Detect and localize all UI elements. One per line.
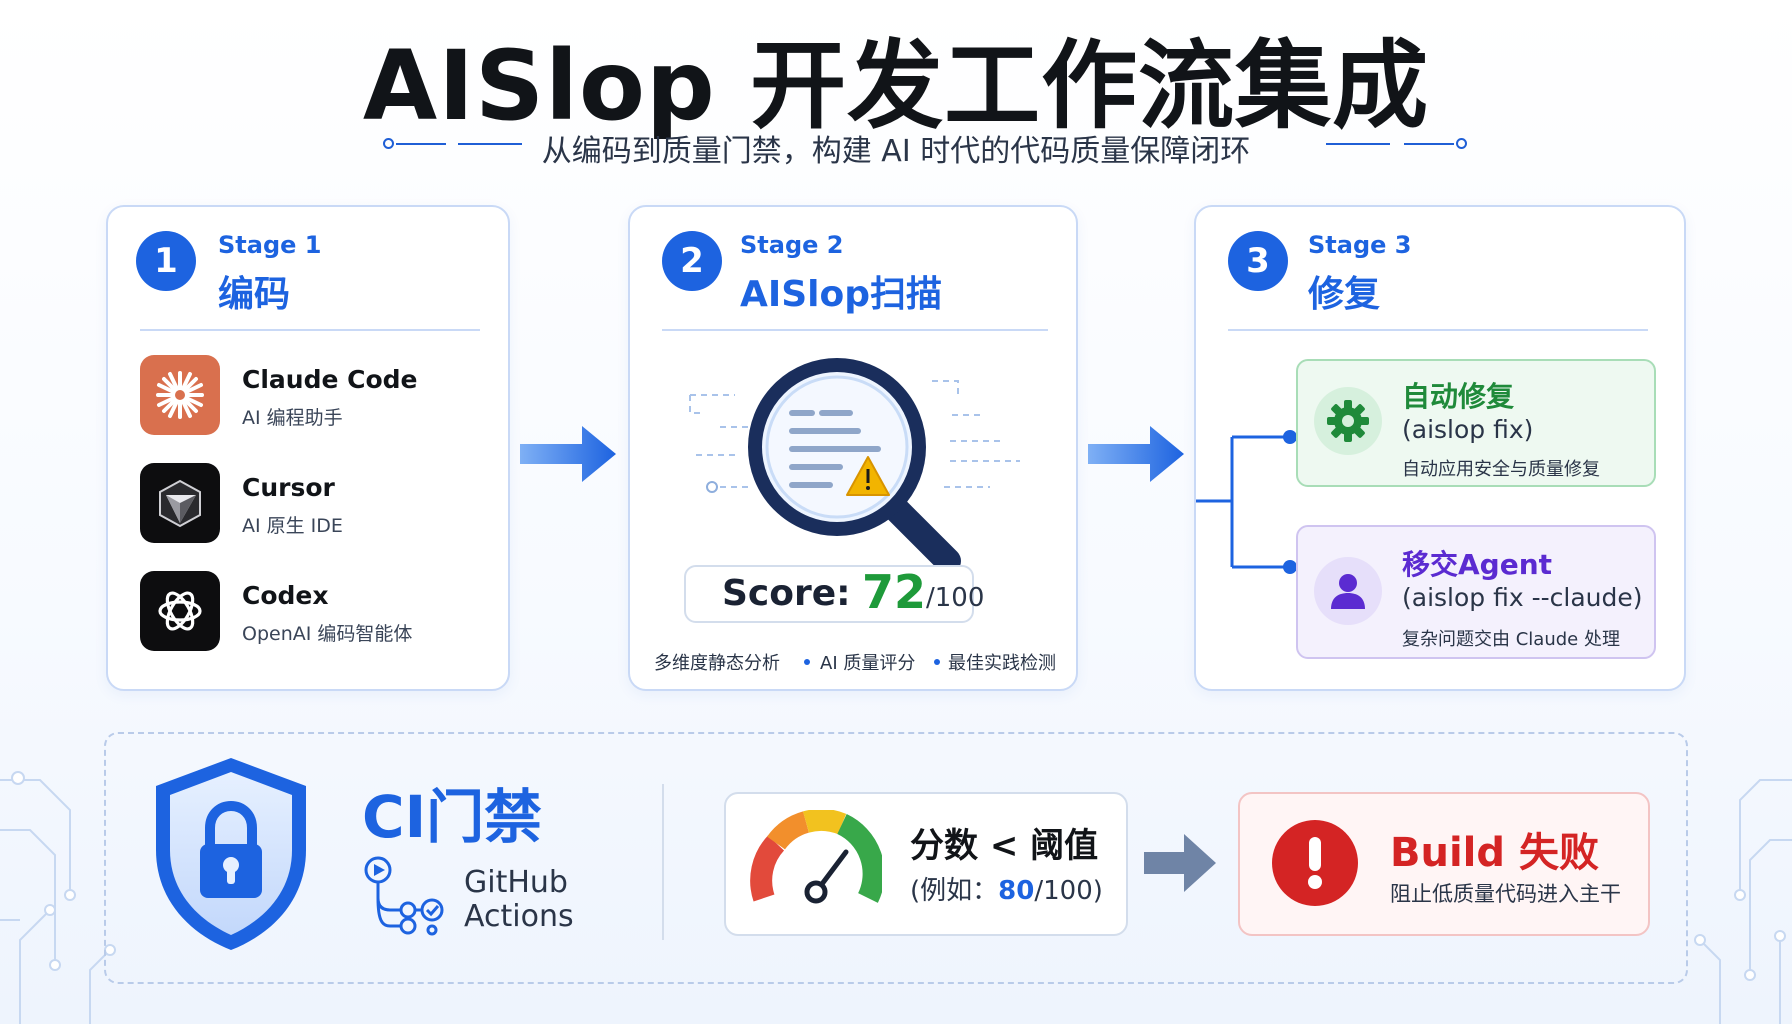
page-subtitle: 从编码到质量门禁，构建 AI 时代的代码质量保障闭环 [541,134,1251,169]
flow-arrow-1-2 [520,426,616,482]
feature-bullet-1 [804,659,810,665]
stage-1-card: 1 Stage 1 编码 Claude Code AI 编程助手 [106,205,510,691]
stage-2-title: AISlop扫描 [740,274,943,315]
stage-2-divider [662,329,1048,331]
deco-dot-right [1456,138,1467,149]
scan-feature-static-analysis: 多维度静态分析 [654,653,780,674]
ci-divider [662,784,664,940]
scan-feature-best-practice: 最佳实践检测 [948,653,1056,674]
github-actions-label-line2: Actions [464,899,574,934]
tool-desc-cursor: AI 原生 IDE [242,515,343,537]
threshold-prefix: (例如： [910,876,999,906]
agent-handoff-command: (aislop fix --claude) [1402,583,1643,612]
threshold-example: (例如：80/100) [910,870,1103,907]
deco-line-right-1 [1326,143,1390,145]
stage-3-title: 修复 [1308,274,1381,315]
auto-fix-command: (aislop fix) [1402,415,1534,444]
threshold-suffix: /100) [1034,876,1103,906]
threshold-value: 80 [998,876,1035,906]
page-title: AISlop 开发工作流集成 [362,30,1430,142]
flow-arrow-2-3 [1088,426,1184,482]
ci-gate-title: CI门禁 [362,783,543,851]
build-fail-box: Build 失败 阻止低质量代码进入主干 [1238,792,1650,936]
shield-lock-icon [156,758,306,950]
stage-2-label: Stage 2 [740,231,844,259]
branch-connector [1196,430,1296,574]
magnifier-scan-icon [689,358,1020,573]
flow-arrow-ci [1144,834,1216,892]
deco-dot-left [383,138,394,149]
scan-feature-ai-score: AI 质量评分 [820,653,916,674]
stage-1-divider [140,329,480,331]
build-fail-title: Build 失败 [1390,830,1599,876]
deco-line-left-2 [458,143,522,145]
circuit-decoration-right [1694,779,1792,1024]
tool-name-cursor: Cursor [242,473,335,502]
stage-3-label: Stage 3 [1308,231,1412,259]
agent-handoff-option[interactable]: 移交Agent (aislop fix --claude) 复杂问题交由 Cla… [1296,525,1656,659]
tool-name-claude-code: Claude Code [242,365,418,394]
score-value: 72 [862,565,927,619]
github-actions-label-line1: GitHub [464,865,568,900]
build-fail-desc: 阻止低质量代码进入主干 [1390,882,1621,906]
ci-gate-section [104,732,1688,984]
user-icon [1314,557,1382,625]
circuit-decoration-left [0,771,116,1024]
github-actions-icon [364,856,444,936]
auto-fix-title: 自动修复 [1402,380,1515,413]
stage-1-label: Stage 1 [218,231,322,259]
auto-fix-desc: 自动应用安全与质量修复 [1402,459,1600,480]
stage-1-title: 编码 [218,274,291,315]
stage-2-number: 2 [662,231,722,291]
stage-2-card: 2 Stage 2 AISlop扫描 [628,205,1078,691]
tool-desc-codex: OpenAI 编码智能体 [242,623,413,645]
stage-3-card: 3 Stage 3 修复 [1194,205,1686,691]
threshold-box: 分数 < 阈值 (例如：80/100) [724,792,1128,936]
threshold-title: 分数 < 阈值 [910,826,1099,866]
stage-3-divider [1228,329,1648,331]
feature-bullet-2 [934,659,940,665]
auto-fix-option[interactable]: 自动修复 (aislop fix) 自动应用安全与质量修复 [1296,359,1656,487]
cursor-logo-icon [140,463,220,543]
tool-desc-claude-code: AI 编程助手 [242,407,343,429]
gauge-icon [750,810,882,904]
claude-logo-icon [140,355,220,435]
error-icon [1272,820,1358,906]
agent-handoff-title: 移交Agent [1402,548,1553,581]
deco-line-left-1 [396,143,446,145]
openai-logo-icon [140,571,220,651]
deco-line-right-2 [1404,143,1454,145]
score-box: Score: 72 /100 [684,565,984,623]
score-label: Score: [722,573,851,614]
gear-icon [1314,387,1382,455]
stage-1-number: 1 [136,231,196,291]
tool-name-codex: Codex [242,581,329,610]
stage-3-number: 3 [1228,231,1288,291]
agent-handoff-desc: 复杂问题交由 Claude 处理 [1402,629,1620,650]
subtitle-row: 从编码到质量门禁，构建 AI 时代的代码质量保障闭环 [0,120,1792,170]
score-max: /100 [926,583,985,613]
